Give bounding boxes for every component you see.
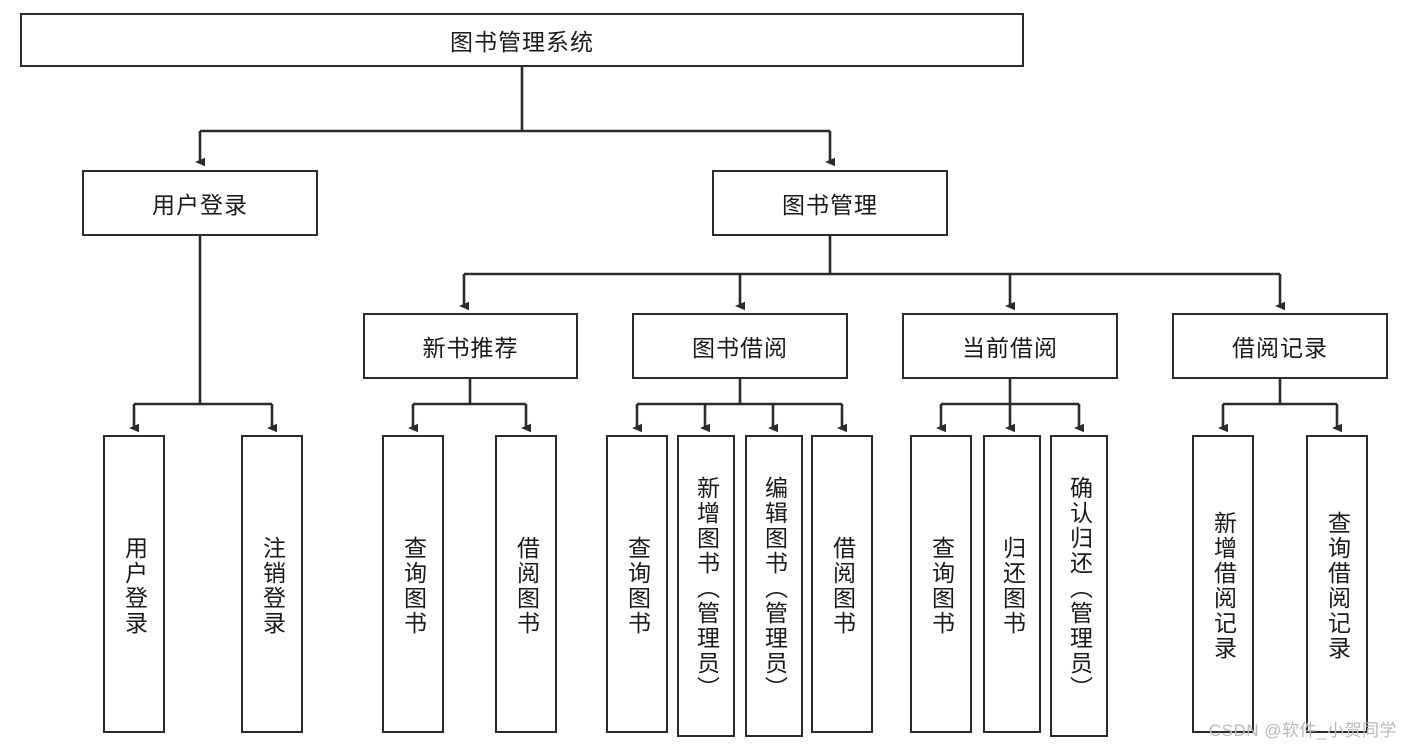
node-label: 借阅图书 <box>513 536 540 636</box>
node-label: 当前借阅 <box>962 335 1058 361</box>
leaf-user-login[interactable]: 用户登录 <box>103 435 165 733</box>
leaf-query-borrow-record[interactable]: 查询借阅记录 <box>1306 435 1368 733</box>
node-label: 用户登录 <box>152 192 248 218</box>
leaf-edit-book-admin[interactable]: 编辑图书（管理员） <box>745 435 803 737</box>
node-label: 查询图书 <box>928 536 955 636</box>
node-label: 图书借阅 <box>692 335 788 361</box>
node-user-login[interactable]: 用户登录 <box>82 170 318 236</box>
leaf-borrow-book[interactable]: 借阅图书 <box>811 435 873 733</box>
leaf-add-book-admin[interactable]: 新增图书（管理员） <box>677 435 735 737</box>
csdn-watermark: CSDN @软件_小贺同学 <box>1208 721 1397 740</box>
leaf-query-book-current[interactable]: 查询图书 <box>910 435 972 733</box>
node-label: 图书管理系统 <box>450 29 594 55</box>
node-label: 借阅记录 <box>1232 335 1328 361</box>
node-label: 新增借阅记录 <box>1210 511 1237 661</box>
leaf-borrow-book-recommend[interactable]: 借阅图书 <box>495 435 557 733</box>
leaf-logout[interactable]: 注销登录 <box>241 435 303 733</box>
node-label: 归还图书 <box>999 536 1026 636</box>
node-label: 新增图书（管理员） <box>693 475 720 701</box>
leaf-add-borrow-record[interactable]: 新增借阅记录 <box>1192 435 1254 733</box>
node-current-borrow[interactable]: 当前借阅 <box>902 313 1118 379</box>
node-label: 查询图书 <box>400 536 427 636</box>
node-borrow-record[interactable]: 借阅记录 <box>1172 313 1388 379</box>
node-label: 编辑图书（管理员） <box>761 475 788 701</box>
node-label: 借阅图书 <box>829 536 856 636</box>
leaf-query-book-recommend[interactable]: 查询图书 <box>382 435 444 733</box>
leaf-return-book[interactable]: 归还图书 <box>983 435 1041 733</box>
node-label: 新书推荐 <box>422 335 519 361</box>
node-root-book-management-system[interactable]: 图书管理系统 <box>20 13 1024 67</box>
node-label: 查询图书 <box>624 536 651 636</box>
node-new-book-recommend[interactable]: 新书推荐 <box>363 313 578 379</box>
node-label: 图书管理 <box>782 192 878 218</box>
node-label: 查询借阅记录 <box>1324 511 1351 661</box>
node-label: 用户登录 <box>121 536 148 636</box>
leaf-confirm-return-admin[interactable]: 确认归还（管理员） <box>1050 435 1108 737</box>
node-label: 注销登录 <box>259 536 286 636</box>
node-book-borrow[interactable]: 图书借阅 <box>632 313 848 379</box>
leaf-query-book-borrow[interactable]: 查询图书 <box>606 435 668 733</box>
node-book-management[interactable]: 图书管理 <box>712 170 948 236</box>
node-label: 确认归还（管理员） <box>1066 475 1093 701</box>
